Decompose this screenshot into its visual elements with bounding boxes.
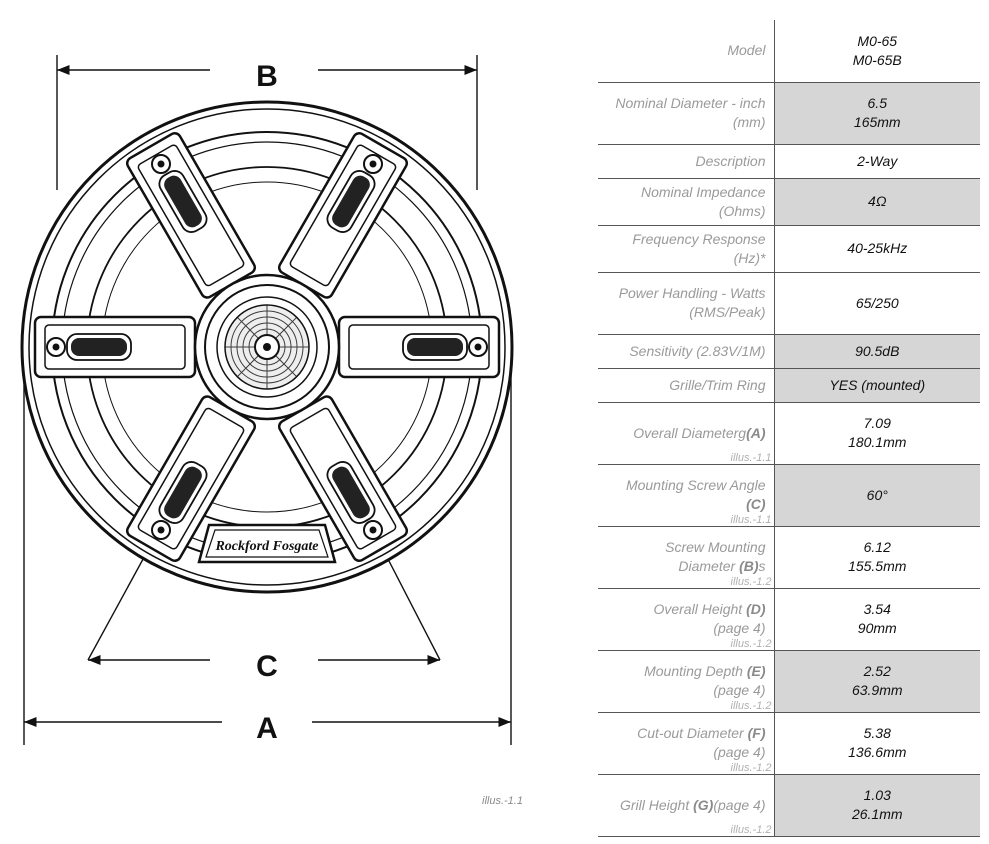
spec-label-text: Frequency Response(Hz)* xyxy=(632,230,766,266)
spec-label: Description xyxy=(598,144,774,178)
spec-label: Cut-out Diameter (F) (page 4)illus.-1.2 xyxy=(598,712,774,774)
spec-dimension-ref: (E) xyxy=(746,663,766,679)
spec-label: Frequency Response(Hz)* xyxy=(598,225,774,272)
spec-label-text: Overall Diameterg xyxy=(633,424,747,441)
spec-label: Sensitivity (2.83V/1M) xyxy=(598,334,774,368)
illustration-caption: illus.-1.1 xyxy=(482,795,523,807)
spec-label-text: Description xyxy=(695,152,766,169)
spec-label: Grill Height (G)(page 4) illus.-1.2 xyxy=(598,774,774,836)
spec-illustration-note: illus.-1.1 xyxy=(730,451,772,464)
spec-illustration-note: illus.-1.2 xyxy=(730,637,772,650)
spec-label-text: Grill Height xyxy=(619,796,694,813)
spec-label-suffix: s xyxy=(758,558,766,574)
spec-label: Grille/Trim Ring xyxy=(598,368,774,402)
spec-label-text: Power Handling - Watts(RMS/Peak) xyxy=(618,285,766,320)
spec-label-text: Grille/Trim Ring xyxy=(669,376,766,393)
spec-label-suffix: (page 4) xyxy=(713,620,766,636)
spec-label-suffix: (page 4) xyxy=(713,796,766,813)
brand-logo: Rockford Fosgate xyxy=(214,539,318,554)
speaker-grille: Rockford Fosgate xyxy=(20,100,514,594)
dimension-label-a: A xyxy=(256,712,278,745)
spec-row: Power Handling - Watts(RMS/Peak)65/250 xyxy=(598,272,980,334)
spec-value: 4Ω xyxy=(773,178,980,225)
dimension-lines xyxy=(23,55,512,745)
spec-value: YES (mounted) xyxy=(773,368,980,402)
spec-label-text: Sensitivity (2.83V/1M) xyxy=(629,342,766,359)
spec-illustration-note: illus.-1.1 xyxy=(730,513,772,526)
spec-dimension-ref: (C) xyxy=(746,496,766,512)
speaker-drawing: B C A xyxy=(20,55,514,745)
spec-label-text: Nominal Diameter - inch(mm) xyxy=(615,95,766,130)
spec-label-text: Mounting Screw Angle xyxy=(625,477,766,493)
spec-row: Grille/Trim Ring YES (mounted) xyxy=(598,368,980,402)
spec-value: 90.5dB xyxy=(773,334,980,368)
spec-label-text: Nominal Impedance(Ohms) xyxy=(640,183,766,219)
spec-value: 40-25kHz xyxy=(773,225,980,272)
spec-label-text: Mounting Depth xyxy=(644,663,747,679)
dimension-label-b: B xyxy=(256,60,278,93)
spec-label-text: Overall Height xyxy=(653,601,747,617)
spec-dimension-ref: (B) xyxy=(739,558,759,574)
spec-label-text: Model xyxy=(727,42,766,59)
spec-label: Model xyxy=(598,20,774,82)
spec-label: Overall Height (D) (page 4)illus.-1.2 xyxy=(598,588,774,650)
spec-row: Frequency Response(Hz)*40-25kHz xyxy=(598,225,980,272)
spec-label: Overall Diameterg(A) illus.-1.1 xyxy=(598,402,774,464)
spec-value: 60° xyxy=(773,464,980,526)
spec-label: Nominal Impedance(Ohms) xyxy=(598,178,774,225)
spec-dimension-ref: (A) xyxy=(746,424,766,441)
spec-dimension-ref: (F) xyxy=(747,725,766,741)
spec-row: Description 2-Way xyxy=(598,144,980,178)
spec-label-suffix: (page 4) xyxy=(713,744,766,760)
spec-row: Nominal Impedance(Ohms)4Ω xyxy=(598,178,980,225)
spec-illustration-note: illus.-1.2 xyxy=(730,761,772,774)
spec-label-suffix: (page 4) xyxy=(713,682,766,698)
spec-dimension-ref: (D) xyxy=(746,601,766,617)
spec-label: Mounting Depth (E) (page 4)illus.-1.2 xyxy=(598,650,774,712)
spec-value: 65/250 xyxy=(773,272,980,334)
spec-label: Mounting Screw Angle (C)illus.-1.1 xyxy=(598,464,774,526)
spec-row: Sensitivity (2.83V/1M) 90.5dB xyxy=(598,334,980,368)
dimension-label-c: C xyxy=(256,650,278,683)
spec-dimension-ref: (G) xyxy=(693,796,714,813)
spec-illustration-note: illus.-1.2 xyxy=(730,575,772,588)
spec-illustration-note: illus.-1.2 xyxy=(730,823,772,836)
spec-label: Nominal Diameter - inch(mm) xyxy=(598,82,774,144)
spec-label-text: Cut-out Diameter xyxy=(637,725,748,741)
spec-value: 2-Way xyxy=(773,144,980,178)
spec-label: Power Handling - Watts(RMS/Peak) xyxy=(598,272,774,334)
spec-illustration-note: illus.-1.2 xyxy=(730,699,772,712)
